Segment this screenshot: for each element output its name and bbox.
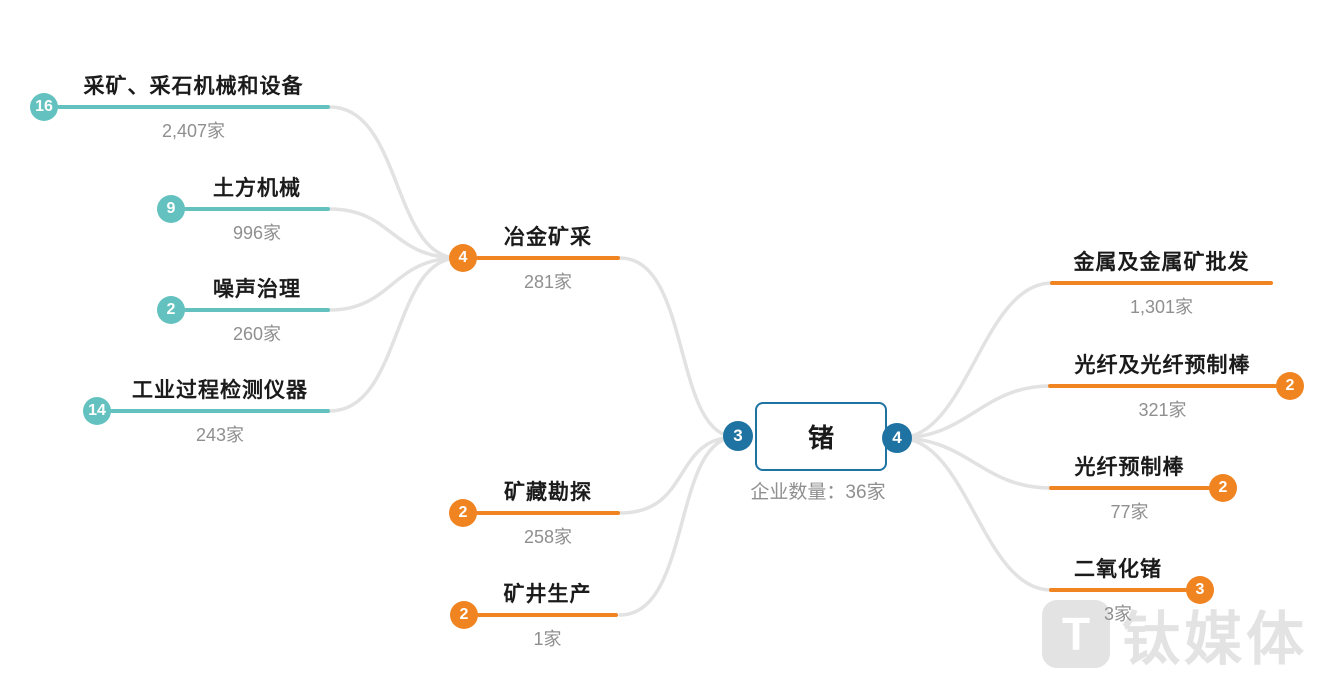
node-underline	[476, 256, 620, 260]
node-label: 噪声治理	[213, 278, 301, 301]
center-node-germanium[interactable]: 锗	[755, 402, 887, 471]
center-left-branch-badge[interactable]: 3	[723, 421, 753, 451]
node-count-badge[interactable]: 4	[449, 244, 477, 272]
node-underline	[1049, 588, 1187, 592]
node-company-count: 1家	[533, 629, 562, 649]
node-company-count: 321家	[1138, 400, 1187, 420]
watermark: T 钛媒体	[1042, 592, 1308, 676]
center-node-label: 锗	[807, 423, 834, 453]
node-label: 二氧化锗	[1074, 558, 1162, 581]
node-count-badge[interactable]: 9	[157, 195, 185, 223]
node-count-badge[interactable]: 2	[449, 499, 477, 527]
node-company-count: 258家	[523, 527, 573, 547]
node-company-count: 1,301家	[1129, 297, 1194, 317]
node-label: 金属及金属矿批发	[1073, 251, 1250, 274]
center-right-branch-badge[interactable]: 4	[882, 423, 912, 453]
node-label: 光纤预制棒	[1074, 456, 1185, 479]
node-company-count: 996家	[232, 223, 282, 243]
node-underline	[110, 409, 330, 413]
watermark-logo-icon: T	[1042, 600, 1110, 668]
node-count-badge[interactable]: 16	[30, 93, 58, 121]
node-count-badge[interactable]: 2	[1209, 474, 1237, 502]
node-underline	[1048, 384, 1277, 388]
node-underline	[476, 511, 620, 515]
node-count-badge[interactable]: 2	[450, 601, 478, 629]
node-underline	[57, 105, 330, 109]
node-underline	[1050, 281, 1273, 285]
node-label: 工业过程检测仪器	[132, 379, 308, 402]
node-underline	[477, 613, 618, 617]
center-company-count-caption: 企业数量：36家	[750, 482, 886, 503]
node-label: 矿井生产	[503, 583, 592, 606]
node-count-badge[interactable]: 14	[83, 397, 111, 425]
node-company-count: 243家	[195, 425, 245, 445]
node-underline	[1049, 486, 1210, 490]
node-label: 矿藏勘探	[504, 481, 592, 504]
node-label: 采矿、采石机械和设备	[83, 75, 304, 98]
node-company-count: 281家	[523, 272, 573, 292]
node-company-count: 2,407家	[161, 121, 226, 141]
node-label: 光纤及光纤预制棒	[1074, 354, 1251, 377]
node-label: 冶金矿采	[504, 226, 592, 249]
node-company-count: 260家	[232, 324, 282, 344]
node-company-count: 3家	[1103, 604, 1133, 624]
node-label: 土方机械	[213, 177, 301, 200]
node-underline	[184, 207, 330, 211]
watermark-text: 钛媒体	[1122, 607, 1309, 672]
node-underline	[184, 308, 330, 312]
node-count-badge[interactable]: 2	[157, 296, 185, 324]
node-company-count: 77家	[1110, 502, 1149, 522]
node-count-badge[interactable]: 2	[1276, 372, 1304, 400]
node-count-badge[interactable]: 3	[1186, 576, 1214, 604]
